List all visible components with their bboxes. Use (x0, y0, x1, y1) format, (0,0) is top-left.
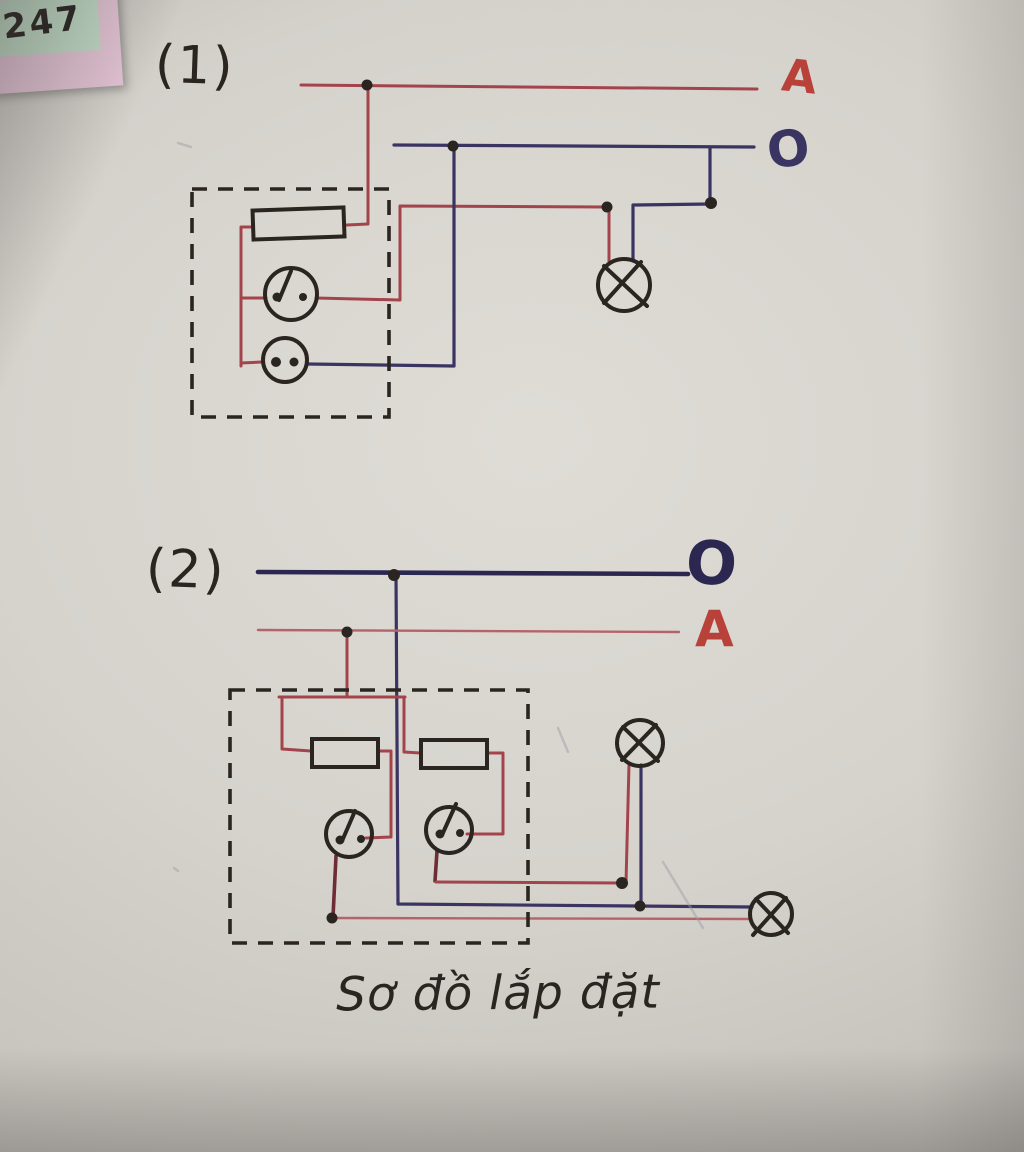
c2-neutral-main-wire (255, 569, 691, 577)
c2-live-main-wire (256, 628, 681, 634)
switch-icon (263, 266, 319, 322)
switch-icon (424, 802, 474, 855)
c1-live-main-wire (299, 83, 759, 91)
fuse-icon (250, 205, 347, 242)
junction-dot (705, 197, 717, 209)
circuit-1-phase-label: A (779, 48, 820, 105)
lamp-icon (596, 257, 652, 313)
pencil-smudge (661, 860, 705, 930)
circuit-1-neutral-label: O (763, 117, 813, 181)
fuse-icon (310, 737, 380, 769)
junction-dot (326, 912, 338, 924)
c2-fuse1-to-switch1-wire (364, 749, 393, 840)
c2-board-enclosure (228, 688, 530, 945)
junction-dot (616, 877, 628, 889)
page-number-sticker: 247 (0, 0, 124, 95)
junction-dot (601, 201, 613, 213)
c1-fuse-to-devices-wire (239, 225, 255, 368)
junction-dot (341, 626, 353, 638)
c2-switch1-bottom-lead (331, 854, 338, 919)
junction-dot (447, 140, 459, 152)
c2-switch2-to-lamp1-wire (434, 880, 624, 885)
diagram-caption: Sơ đồ lắp đặt (335, 964, 661, 1023)
circuit-2-phase-label: A (695, 600, 734, 658)
circuit-2 (172, 569, 794, 945)
socket-icon (261, 336, 309, 384)
lamp-icon (748, 891, 794, 937)
c1-neutral-drop-to-socket (306, 144, 456, 368)
circuit-1 (176, 79, 759, 419)
c2-fuse1-left-wire (280, 695, 313, 753)
c2-switch2-bottom-lead (433, 849, 439, 883)
pencil-smudge (176, 141, 193, 149)
c1-lamp-neutral-lead (631, 202, 712, 263)
circuit-2-neutral-label: O (683, 527, 740, 601)
c1-board-enclosure (190, 187, 391, 419)
circuit-1-index-label: (1) (153, 34, 236, 98)
c2-switch1-to-lamp2-wire (332, 916, 752, 921)
junction-dot (388, 569, 400, 581)
c2-fuse2-left-wire (402, 695, 422, 755)
lamp-icon (615, 718, 665, 768)
switch-icon (324, 809, 374, 859)
junction-dot (361, 79, 373, 91)
c1-switch-to-lamp-wire (314, 204, 609, 302)
c2-lamp1-live-lead (624, 762, 631, 885)
pencil-smudge (172, 866, 180, 873)
c2-fuse2-to-switch2-wire (465, 751, 505, 836)
c2-neutral-drop-to-lamps (394, 573, 754, 909)
c1-live-drop-to-fuse (345, 83, 370, 227)
c1-socket-left-stub (239, 360, 264, 365)
circuit-2-index-label: (2) (144, 538, 227, 602)
pencil-smudge (556, 726, 570, 754)
fuse-icon (419, 738, 489, 770)
junction-dot (634, 900, 646, 912)
